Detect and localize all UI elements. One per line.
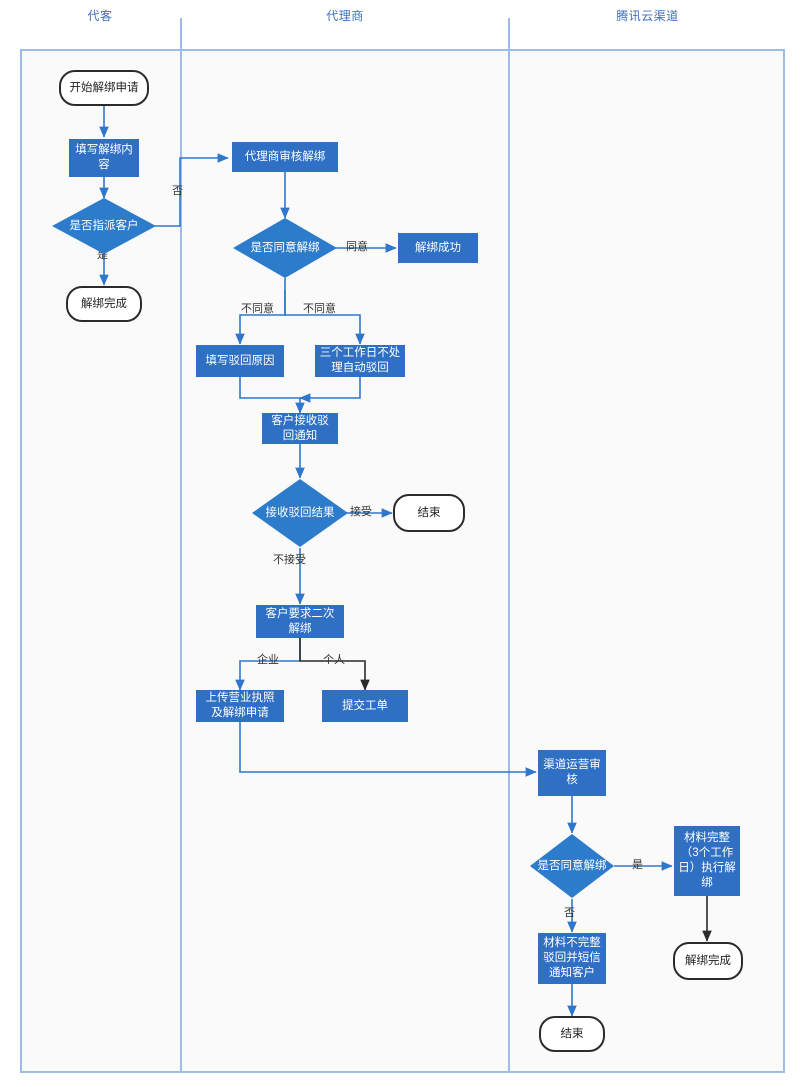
node-agent-review-unbind[interactable]: 代理商审核解绑 — [232, 142, 338, 172]
node-channel-operation-review[interactable]: 渠道运营审核 — [538, 750, 606, 796]
edge-label-shi-1: 是 — [97, 249, 108, 261]
node-end-agent-lane[interactable]: 结束 — [393, 494, 465, 532]
node-upload-license-and-application[interactable]: 上传营业执照及解绑申请 — [196, 690, 284, 722]
lane-header-tencent: 腾讯云渠道 — [616, 9, 679, 23]
diamond-shape — [233, 218, 337, 278]
diamond-shape — [52, 198, 156, 254]
swimlane-header-row — [20, 18, 785, 51]
node-materials-incomplete-reject-sms[interactable]: 材料不完整驳回并短信通知客户 — [538, 933, 606, 984]
edge-label-butongyi-1: 不同意 — [241, 303, 274, 315]
node-unbind-success[interactable]: 解绑成功 — [398, 233, 478, 263]
node-auto-reject-3-days[interactable]: 三个工作日不处理自动驳回 — [315, 345, 405, 377]
node-fill-reject-reason[interactable]: 填写驳回原因 — [196, 345, 284, 377]
node-unbind-complete-customer[interactable]: 解绑完成 — [66, 286, 142, 322]
lane-divider-2 — [508, 18, 510, 1073]
edge-label-qiye: 企业 — [257, 654, 279, 666]
node-label: 是否同意解绑 — [537, 860, 607, 872]
node-decision-agent-agree[interactable]: 是否同意解绑 — [233, 218, 337, 278]
node-decision-receive-reject-result[interactable]: 接收驳回结果 — [252, 479, 348, 547]
node-fill-unbind-content[interactable]: 填写解绑内容 — [69, 139, 139, 177]
edge-label-fou-1: 否 — [172, 185, 183, 197]
edge-label-geren: 个人 — [323, 654, 345, 666]
node-label: 接收驳回结果 — [265, 507, 335, 519]
node-start-unbind-request[interactable]: 开始解绑申请 — [59, 70, 149, 106]
node-submit-ticket[interactable]: 提交工单 — [322, 690, 408, 722]
node-unbind-complete-tencent[interactable]: 解绑完成 — [673, 942, 743, 980]
node-decision-channel-agree[interactable]: 是否同意解绑 — [530, 834, 614, 898]
node-end-tencent-lane[interactable]: 结束 — [539, 1016, 605, 1052]
node-customer-request-second-unbind[interactable]: 客户要求二次解绑 — [256, 605, 344, 638]
diamond-shape — [530, 834, 614, 898]
node-label: 是否同意解绑 — [250, 242, 320, 254]
edge-label-jieshou: 接受 — [350, 506, 372, 518]
edge-label-tongyi: 同意 — [346, 241, 368, 253]
edge-label-fou-2: 否 — [564, 907, 575, 919]
lane-header-agent: 代理商 — [326, 9, 364, 23]
node-materials-complete-execute-unbind[interactable]: 材料完整（3个工作日）执行解绑 — [674, 826, 740, 896]
lane-divider-1 — [180, 18, 182, 1073]
diamond-shape — [252, 479, 348, 547]
edge-label-butongyi-2: 不同意 — [303, 303, 336, 315]
node-label: 是否指派客户 — [69, 220, 139, 232]
edge-label-bujieshou: 不接受 — [273, 554, 306, 566]
node-decision-assign-customer[interactable]: 是否指派客户 — [52, 198, 156, 254]
edge-label-shi-2: 是 — [632, 859, 643, 871]
lane-header-customer: 代客 — [87, 9, 113, 23]
node-customer-receive-reject-notice[interactable]: 客户接收驳回通知 — [262, 413, 338, 444]
